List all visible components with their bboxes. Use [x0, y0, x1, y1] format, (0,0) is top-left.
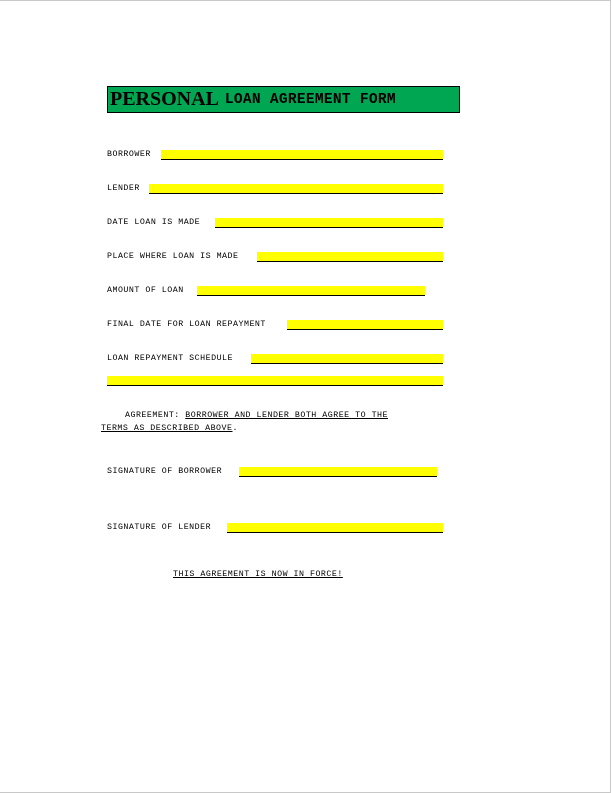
label-amount: AMOUNT OF LOAN	[107, 286, 184, 295]
agreement-in-force-text: THIS AGREEMENT IS NOW IN FORCE!	[173, 570, 343, 579]
label-date-loan: DATE LOAN IS MADE	[107, 218, 201, 227]
label-schedule: LOAN REPAYMENT SCHEDULE	[107, 354, 234, 363]
agreement-line-2: TERMS AS DESCRIBED ABOVE.	[101, 422, 388, 435]
label-borrower: BORROWER	[107, 150, 151, 159]
agreement-text-1: BORROWER AND LENDER BOTH AGREE TO THE	[185, 411, 389, 420]
agreement-text-2: TERMS AS DESCRIBED ABOVE	[101, 424, 233, 433]
label-signature-borrower: SIGNATURE OF BORROWER	[107, 467, 223, 476]
title-loan-agreement-form: LOAN AGREEMENT FORM	[224, 91, 396, 108]
label-place-loan: PLACE WHERE LOAN IS MADE	[107, 252, 239, 261]
title-personal: PERSONAL	[110, 88, 219, 110]
field-date-loan[interactable]	[215, 218, 443, 228]
field-borrower[interactable]	[161, 150, 443, 160]
form-title: PERSONAL LOAN AGREEMENT FORM	[107, 86, 460, 113]
agreement-lead: AGREEMENT:	[125, 411, 186, 420]
label-signature-lender: SIGNATURE OF LENDER	[107, 523, 212, 532]
field-schedule-line-2[interactable]	[107, 376, 443, 386]
label-final-date: FINAL DATE FOR LOAN REPAYMENT	[107, 320, 266, 329]
field-signature-borrower[interactable]	[239, 467, 437, 477]
field-amount[interactable]	[197, 286, 425, 296]
agreement-period: .	[232, 424, 238, 433]
agreement-paragraph: AGREEMENT: BORROWER AND LENDER BOTH AGRE…	[101, 409, 388, 435]
field-final-date[interactable]	[287, 320, 443, 330]
field-lender[interactable]	[149, 184, 443, 194]
agreement-line-1: AGREEMENT: BORROWER AND LENDER BOTH AGRE…	[101, 409, 388, 422]
field-place-loan[interactable]	[257, 252, 443, 262]
field-signature-lender[interactable]	[227, 523, 443, 533]
label-lender: LENDER	[107, 184, 140, 193]
field-schedule[interactable]	[251, 354, 443, 364]
